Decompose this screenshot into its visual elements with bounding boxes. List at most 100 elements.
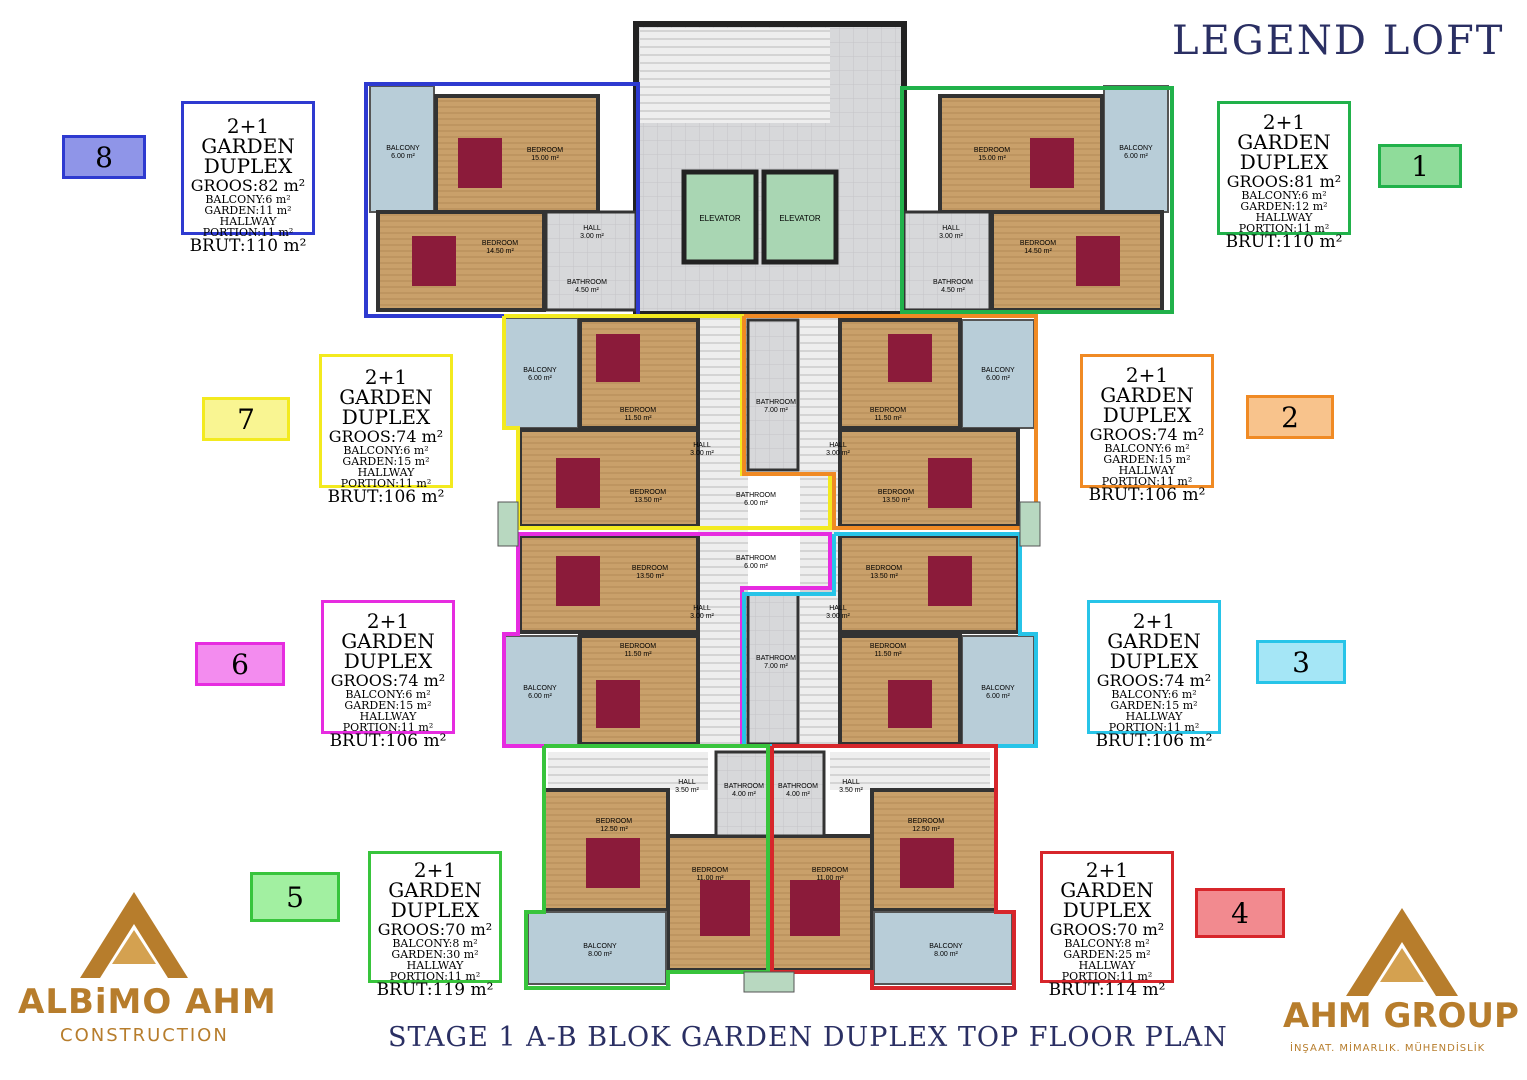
unit-3-gross: GROOS:74 m² [1096,671,1212,690]
unit-3-hallway: HALLWAY PORTION:11 m² [1108,710,1200,734]
unit1-bathroom-label: BATHROOM [933,279,973,286]
unit-3-subtype: DUPLEX [1109,649,1199,673]
plan-title: STAGE 1 A-B BLOK GARDEN DUPLEX TOP FLOOR… [388,1022,1228,1053]
unit1-bedroom1-area: 15.00 m² [978,155,1006,162]
unit1-balcony-area: 6.00 m² [1124,153,1148,160]
unit8-bedroom2-area: 14.50 m² [486,248,514,255]
unit3-balcony-label: BALCONY [981,685,1015,692]
unit7-balcony-label: BALCONY [523,367,557,374]
unit8-hall-label: HALL [583,225,601,232]
unit-4-hallway: HALLWAY PORTION:11 m² [1061,959,1153,983]
unit7-bedroom2-area: 13.50 m² [634,497,662,504]
unit7-bedroom1-label: BEDROOM [620,407,656,414]
unit5-hall-area: 3.50 m² [675,787,699,794]
unit7-bedroom2-label: BEDROOM [630,489,666,496]
unit-1-subtype: DUPLEX [1239,150,1329,174]
unit-8-brut: BRUT:110 m² [189,236,307,256]
unit-3-balcony: BALCONY:6 m² [1111,688,1197,701]
unit-2-plan: BALCONY 6.00 m² BEDROOM 11.50 m² BEDROOM… [742,314,1038,530]
unit-5-type: 2+1 GARDEN [388,858,482,902]
unit-4-number: 4 [1195,888,1285,938]
unit7-hall-label: HALL [693,442,711,449]
unit1-hall-label: HALL [942,225,960,232]
unit-6-brut: BRUT:106 m² [329,731,447,751]
unit6-hall-area: 3.00 m² [690,613,714,620]
unit-5-balcony: BALCONY:8 m² [392,937,478,950]
unit4-bathroom-area: 4.00 m² [786,791,810,798]
unit-8-garden: GARDEN:11 m² [204,204,292,217]
unit6-bathroom-area: 6.00 m² [744,563,768,570]
unit-5-info: 2+1 GARDEN DUPLEX GROOS:70 m² BALCONY:8 … [368,851,502,999]
unit-7-subtype: DUPLEX [341,405,431,429]
unit-5-garden: GARDEN:30 m² [391,948,479,961]
unit-5-subtype: DUPLEX [390,898,480,922]
unit-4-type: 2+1 GARDEN [1060,858,1154,902]
unit7-bathroom-area: 6.00 m² [744,500,768,507]
unit4-balcony-label: BALCONY [929,943,963,950]
unit-6-info: 2+1 GARDEN DUPLEX GROOS:74 m² BALCONY:6 … [321,600,455,750]
elevator-left-label: ELEVATOR [699,214,741,223]
albimo-logo-mark [80,892,188,978]
unit2-balcony-label: BALCONY [981,367,1015,374]
unit1-bedroom1-label: BEDROOM [974,147,1010,154]
unit-3-type: 2+1 GARDEN [1107,609,1201,653]
unit2-bedroom1-label: BEDROOM [870,407,906,414]
unit-3-info: 2+1 GARDEN DUPLEX GROOS:74 m² BALCONY:6 … [1087,600,1221,750]
unit5-bathroom-area: 4.00 m² [732,791,756,798]
unit4-bedroom1-label: BEDROOM [908,818,944,825]
unit8-balcony-label: BALCONY [386,145,420,152]
unit7-hall-area: 3.00 m² [690,450,714,457]
unit-1-plan: BALCONY 6.00 m² BEDROOM 15.00 m² BEDROOM… [900,85,1174,314]
unit3-bathroom-area: 7.00 m² [764,663,788,670]
unit-3-plan: BALCONY 6.00 m² BEDROOM 13.50 m² BEDROOM… [742,532,1038,748]
unit1-bedroom2-area: 14.50 m² [1024,248,1052,255]
unit-6-gross: GROOS:74 m² [330,671,446,690]
unit-2-subtype: DUPLEX [1102,403,1192,427]
unit-4-garden: GARDEN:25 m² [1063,948,1151,961]
unit-5-brut: BRUT:119 m² [376,980,494,1000]
unit8-bathroom-area: 4.50 m² [575,287,599,294]
unit-3-garden: GARDEN:15 m² [1110,699,1198,712]
unit-7-hallway: HALLWAY PORTION:11 m² [340,466,432,490]
unit-8-hallway: HALLWAY PORTION:11 m² [202,215,294,239]
unit-2-info: 2+1 GARDEN DUPLEX GROOS:74 m² BALCONY:6 … [1080,354,1214,504]
unit3-bathroom-label: BATHROOM [756,655,796,662]
unit2-hall-area: 3.00 m² [826,450,850,457]
unit-7-plan: BALCONY 6.00 m² BEDROOM 11.50 m² BEDROOM… [502,314,832,530]
unit3-bedroom2-label: BEDROOM [870,643,906,650]
unit-6-hallway: HALLWAY PORTION:11 m² [342,710,434,734]
unit4-balcony-area: 8.00 m² [934,951,958,958]
unit-4-subtype: DUPLEX [1062,898,1152,922]
unit-6-plan: BALCONY 6.00 m² BEDROOM 13.50 m² BEDROOM… [502,532,832,748]
unit-8-info: 2+1 GARDEN DUPLEX GROOS:82 m² BALCONY:6 … [181,101,315,255]
unit4-hall-area: 3.50 m² [839,787,863,794]
unit-8-plan: BALCONY 6.00 m² BEDROOM 15.00 m² BEDROOM… [364,82,640,318]
unit5-balcony-area: 8.00 m² [588,951,612,958]
unit-1-garden: GARDEN:12 m² [1240,200,1328,213]
unit-2-type: 2+1 GARDEN [1100,363,1194,407]
unit-2-balcony: BALCONY:6 m² [1104,442,1190,455]
unit8-hall-area: 3.00 m² [580,233,604,240]
unit-6-garden: GARDEN:15 m² [344,699,432,712]
unit4-bedroom1-area: 12.50 m² [912,826,940,833]
unit-1-number: 1 [1378,144,1462,188]
unit-6-number: 6 [195,642,285,686]
unit7-bathroom-label: BATHROOM [736,492,776,499]
unit5-balcony-label: BALCONY [583,943,617,950]
unit-3-brut: BRUT:106 m² [1095,731,1213,751]
unit2-bathroom-area: 7.00 m² [764,407,788,414]
unit5-bedroom2-label: BEDROOM [692,867,728,874]
unit8-bedroom2-label: BEDROOM [482,240,518,247]
unit6-bedroom2-label: BEDROOM [620,643,656,650]
unit-3-number: 3 [1256,640,1346,684]
unit3-hall-area: 3.00 m² [826,613,850,620]
unit6-bedroom1-label: BEDROOM [632,565,668,572]
unit4-bedroom2-area: 11.00 m² [816,875,844,882]
unit5-bedroom2-area: 11.00 m² [696,875,724,882]
unit-4-gross: GROOS:70 m² [1049,920,1165,939]
unit-5-number: 5 [250,872,340,922]
unit1-balcony-label: BALCONY [1119,145,1153,152]
unit6-balcony-label: BALCONY [523,685,557,692]
unit-2-hallway: HALLWAY PORTION:11 m² [1101,464,1193,488]
